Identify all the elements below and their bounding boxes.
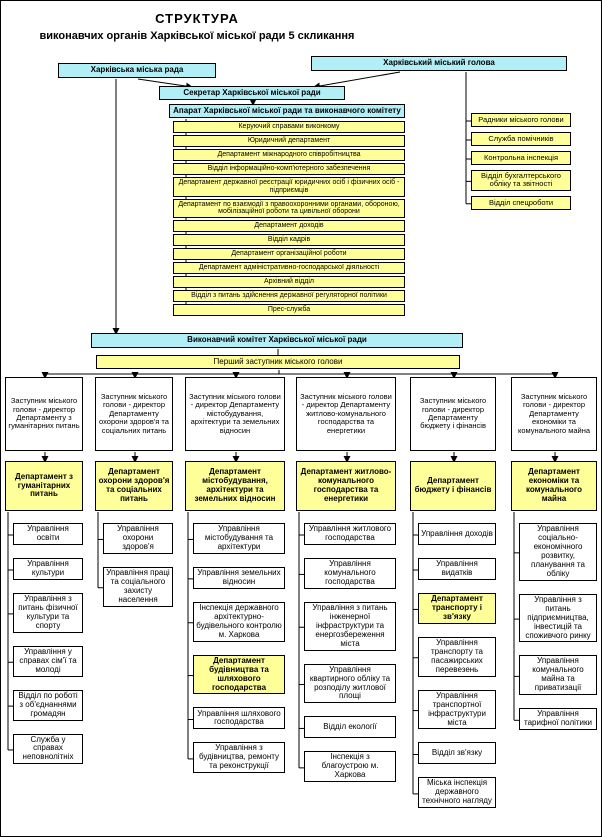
unit-box: Управління з питань інженерної інфрастру… <box>304 601 396 651</box>
unit-box: Інспекція державного архітектурно-будіве… <box>193 601 285 642</box>
unit-box: Служба у справах неповнолітніх <box>13 733 83 765</box>
deputy-box: Заступник міського голови - директор Деп… <box>296 377 396 451</box>
unit-box: Управління транспортної інфраструктури м… <box>418 689 496 730</box>
deputy-box: Заступник міського голови - директор Деп… <box>95 377 173 451</box>
apparatus-box: Апарат Харківської міської ради та викон… <box>169 104 405 118</box>
first-deputy-box: Перший заступник міського голови <box>96 355 460 369</box>
unit-box: Управління транспорту та пасажирських пе… <box>418 636 496 677</box>
mayor-unit-box: Контрольна інспекція <box>471 151 571 165</box>
unit-box: Управління шляхового господарства <box>193 707 285 730</box>
apparatus-unit-box: Прес-служба <box>173 304 405 317</box>
units-list: Управління соціально-економічного розвит… <box>519 523 597 731</box>
department-box: Департамент містобудування, архітектури … <box>185 461 285 511</box>
unit-box: Управління праці та соціального захисту … <box>103 566 173 607</box>
executive-committee-box: Виконавчий комітет Харківської міської р… <box>91 333 463 348</box>
org-column: Заступник міського голови - директор Деп… <box>5 377 83 765</box>
departments-columns: Заступник міського голови - директор Деп… <box>1 377 601 836</box>
org-column: Заступник міського голови - директор Деп… <box>185 377 285 774</box>
mayor-box: Харківський міський голова <box>311 56 567 71</box>
org-column: Заступник міського голови - директор Деп… <box>296 377 396 783</box>
deputy-box: Заступник міського голови - директор Деп… <box>5 377 83 451</box>
unit-box: Управління видатків <box>418 558 496 580</box>
department-box: Департамент з гуманітарних питань <box>5 461 83 511</box>
unit-box: Відділ екології <box>304 716 396 739</box>
org-column: Заступник міського голови - директор Деп… <box>95 377 173 607</box>
units-list: Управління містобудування та архітектури… <box>193 523 285 774</box>
unit-box: Відділ зв'язку <box>418 742 496 765</box>
city-council-box: Харківська міська рада <box>58 63 216 78</box>
title-line1: СТРУКТУРА <box>155 11 239 26</box>
unit-box: Управління охорони здоров'я <box>103 523 173 554</box>
department-box: Департамент бюджету і фінансів <box>410 461 496 511</box>
secretary-box: Секретар Харківської міської ради <box>159 86 345 100</box>
unit-box: Управління з будівництва, ремонту та рек… <box>193 742 285 774</box>
apparatus-unit-box: Юридичний департамент <box>173 135 405 147</box>
apparatus-unit-box: Відділ кадрів <box>173 234 405 247</box>
apparatus-unit-box: Відділ інформаційно-комп'ютерного забезп… <box>173 163 405 175</box>
department-box: Департамент житлово-комунального господа… <box>296 461 396 511</box>
title-line2: виконавчих органів Харківської міської р… <box>39 30 355 42</box>
mayor-unit-box: Відділ спецроботи <box>471 195 571 210</box>
unit-box: Управління містобудування та архітектури <box>193 523 285 554</box>
unit-box: Міська інспекція державного технічного н… <box>418 777 496 809</box>
apparatus-unit-box: Департамент організаційної роботи <box>173 248 405 261</box>
unit-box: Управління у справах сім'ї та молоді <box>13 645 83 677</box>
apparatus-unit-box: Архівний відділ <box>173 276 405 289</box>
unit-box: Управління соціально-економічного розвит… <box>519 523 597 581</box>
deputy-box: Заступник міського голови - директор Деп… <box>185 377 285 451</box>
apparatus-unit-box: Департамент міжнародного співробітництва <box>173 149 405 161</box>
unit-box: Управління доходів <box>418 523 496 545</box>
mayor-unit-box: Відділ бухгалтерського обліку та звітнос… <box>471 170 571 191</box>
unit-box: Управління комунального майна та привати… <box>519 655 597 696</box>
mayor-unit-box: Радники міського голови <box>471 113 571 127</box>
unit-box: Відділ по роботі з об'єднаннями громадян <box>13 689 83 721</box>
deputy-box: Заступник міського голови - директор Деп… <box>511 377 597 451</box>
unit-box: Інспекція з благоустрою м. Харкова <box>304 751 396 783</box>
chart-title: СТРУКТУРА виконавчих органів Харківської… <box>29 11 365 42</box>
unit-box: Управління тарифної політики <box>519 708 597 731</box>
apparatus-unit-box: Департамент адміністративно-господарсько… <box>173 262 405 275</box>
department-box: Департамент економіки та комунального ма… <box>511 461 597 511</box>
apparatus-unit-box: Департамент доходів <box>173 220 405 233</box>
unit-box: Управління житлового господарства <box>304 523 396 545</box>
sub-department-box: Департамент будівництва та шляхового гос… <box>193 654 285 695</box>
department-box: Департамент охорони здоров'я та соціальн… <box>95 461 173 511</box>
apparatus-unit-box: Департамент по взаємодії з правоохоронни… <box>173 198 405 219</box>
unit-box: Управління квартирного обліку та розподі… <box>304 663 396 704</box>
apparatus-unit-box: Департамент державної реєстрації юридичн… <box>173 177 405 197</box>
unit-box: Управління земельних відносин <box>193 566 285 589</box>
unit-box: Управління культури <box>13 558 83 580</box>
mayor-unit-box: Служба помічників <box>471 132 571 146</box>
org-column: Заступник міського голови - директор Деп… <box>410 377 496 809</box>
apparatus-unit-box: Керуючий справами виконкому <box>173 121 405 133</box>
unit-box: Управління комунального господарства <box>304 558 396 589</box>
org-column: Заступник міського голови - директор Деп… <box>511 377 597 731</box>
unit-box: Управління освіти <box>13 523 83 545</box>
apparatus-unit-box: Відділ з питань здійснення державної рег… <box>173 290 405 303</box>
unit-box: Управління з питань фізичної культури та… <box>13 593 83 633</box>
sub-department-box: Департамент транспорту і зв'язку <box>418 593 496 624</box>
unit-box: Управління з питань підприємництва, інве… <box>519 593 597 643</box>
deputy-box: Заступник міського голови - директор Деп… <box>410 377 496 451</box>
